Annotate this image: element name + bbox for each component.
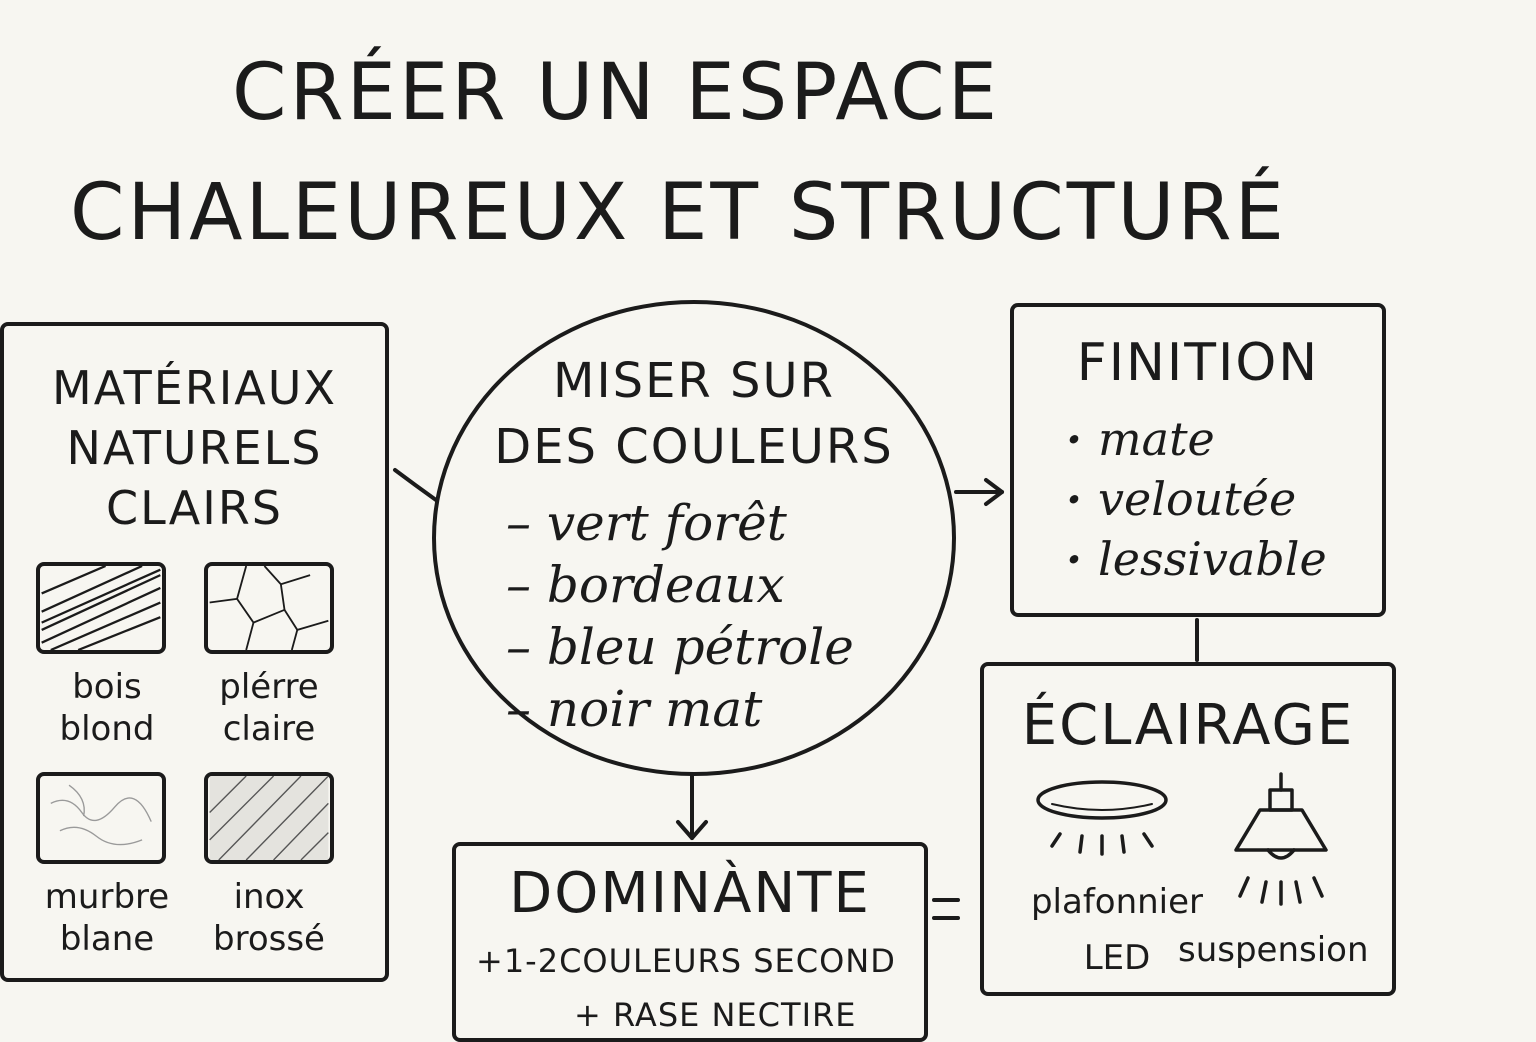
pendant-lamp-label: suspension (1178, 930, 1369, 970)
dominante-line-2: + RASE NECTIRE (574, 996, 857, 1034)
list-item: veloutée (1066, 469, 1327, 529)
eclairage-box: ÉCLAIRAGE plafonnier LED suspension (980, 662, 1396, 996)
list-item: – noir mat (506, 680, 763, 738)
equals-sign (932, 898, 960, 920)
ceiling-light-label: plafonnier LED (1030, 882, 1204, 978)
materials-to-colors-line (393, 468, 438, 502)
ceiling-light-icon (1036, 780, 1168, 856)
colors-title: MISER SUR DES COULEURS (494, 353, 894, 475)
pendant-lamp-icon (1234, 772, 1328, 906)
arrowhead-down (676, 820, 708, 840)
brushed-steel-swatch (204, 772, 334, 864)
finition-box: FINITION mate veloutée lessivable (1010, 303, 1386, 617)
marble-swatch (36, 772, 166, 864)
arrowhead-right (984, 478, 1004, 506)
colors-circle: MISER SUR DES COULEURS – vert forêt – bo… (432, 300, 956, 776)
list-item: lessivable (1066, 529, 1327, 589)
finition-title: FINITION (1076, 333, 1320, 393)
title-line-2: CHALEUREUX ET STRUCTURÉ (70, 168, 1287, 258)
wood-grain-swatch (36, 562, 166, 654)
eclairage-title: ÉCLAIRAGE (1021, 693, 1355, 758)
list-item: – bordeaux (506, 556, 785, 614)
materials-title: MATÉRIAUX NATURELS CLAIRS (52, 361, 337, 535)
list-item: – bleu pétrole (506, 618, 854, 676)
dominante-box: DOMINÀNTE +1-2COULEURS SECOND + RASE NEC… (452, 842, 928, 1042)
list-item: – vert forêt (506, 494, 787, 552)
dominante-line-1: +1-2COULEURS SECOND (476, 942, 896, 980)
finish-list: mate veloutée lessivable (1066, 409, 1327, 589)
list-item: mate (1066, 409, 1327, 469)
dominante-title: DOMINÀNTE (509, 861, 871, 926)
stone-swatch (204, 562, 334, 654)
title-line-1: CRÉER UN ESPACE (232, 48, 1001, 138)
color-list: – vert forêt – bordeaux – bleu pétrole –… (506, 492, 854, 740)
